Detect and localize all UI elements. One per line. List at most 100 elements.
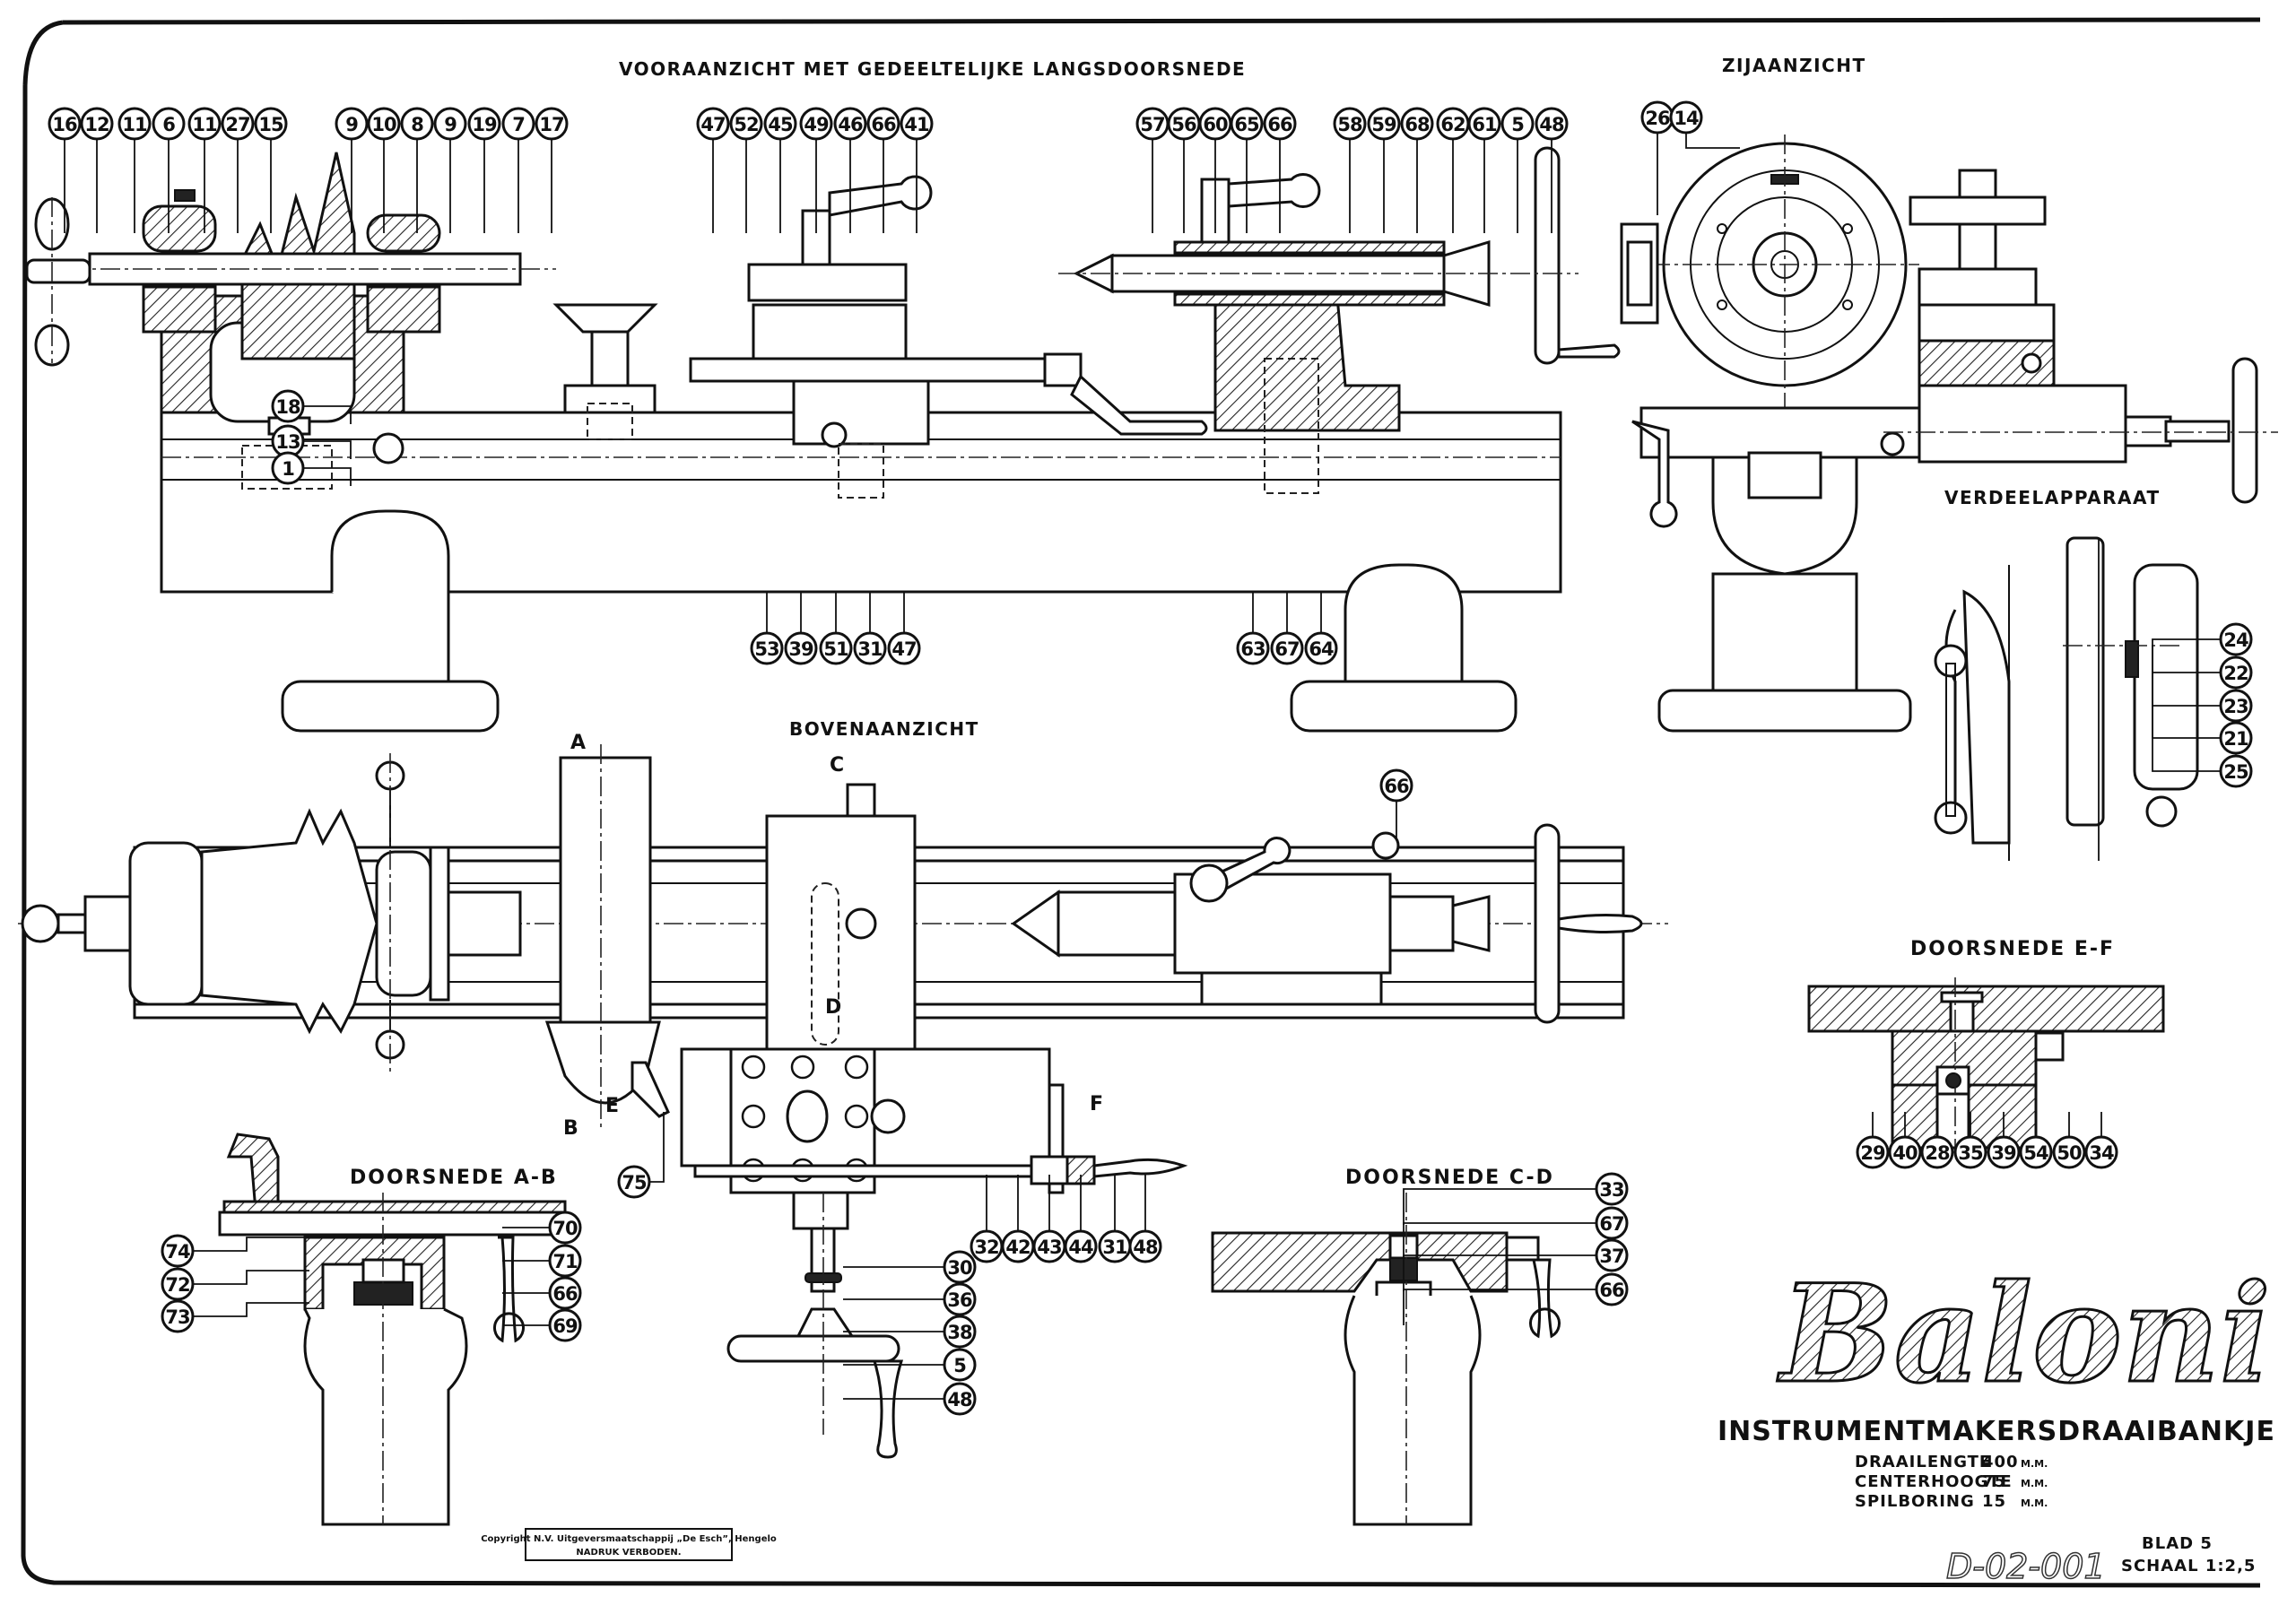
part-number: 52 bbox=[734, 114, 758, 135]
part-callout: 6 bbox=[152, 107, 186, 141]
part-callout: 48 bbox=[943, 1382, 977, 1416]
index-arm bbox=[1944, 609, 1957, 807]
part-number: 35 bbox=[1958, 1142, 1983, 1164]
spec-label: CENTERHOOGTE bbox=[1855, 1472, 2013, 1491]
part-callout: 31 bbox=[853, 631, 887, 665]
part-callout: 24 bbox=[2219, 622, 2253, 656]
copyright-line2: NADRUK VERBODEN. bbox=[576, 1548, 681, 1558]
tool-rest bbox=[559, 756, 652, 1024]
part-callout: 27 bbox=[221, 107, 255, 141]
part-number: 63 bbox=[1240, 638, 1265, 660]
leader-line bbox=[1403, 1222, 1596, 1259]
part-number: 54 bbox=[2023, 1142, 2048, 1164]
spec-unit: M.M. bbox=[2021, 1478, 2048, 1489]
part-number: 73 bbox=[165, 1306, 189, 1328]
part-callout: 46 bbox=[833, 107, 867, 141]
top-carriage bbox=[765, 814, 917, 1069]
part-number: 18 bbox=[275, 396, 300, 418]
part-number: 12 bbox=[84, 114, 109, 135]
leader-line bbox=[303, 440, 352, 459]
part-number: 31 bbox=[1102, 1237, 1127, 1258]
part-callout: 48 bbox=[1128, 1229, 1162, 1263]
part-number: 46 bbox=[838, 114, 863, 135]
part-callout: 34 bbox=[2084, 1135, 2118, 1169]
part-number: 47 bbox=[891, 638, 916, 660]
title-block: Baloni INSTRUMENTMAKERSDRAAIBANKJE DRAAI… bbox=[1718, 1254, 2274, 1587]
section-mark-F: F bbox=[1090, 1093, 1103, 1115]
part-callout: 68 bbox=[1400, 107, 1434, 141]
copyright-box: Copyright N.V. Uitgeversmaatschappij „De… bbox=[481, 1528, 777, 1561]
part-number: 48 bbox=[947, 1389, 972, 1410]
part-callout: 9 bbox=[433, 107, 467, 141]
part-number: 64 bbox=[1309, 638, 1334, 660]
part-callout: 23 bbox=[2219, 689, 2253, 723]
leader-line bbox=[303, 467, 352, 486]
tailstock-handwheel bbox=[1534, 146, 1561, 365]
indexing-title: VERDEELAPPARAAT bbox=[1944, 487, 2161, 508]
section-cd-title: DOORSNEDE C-D bbox=[1345, 1167, 1554, 1189]
part-number: 57 bbox=[1140, 114, 1164, 135]
part-number: 39 bbox=[788, 638, 813, 660]
spindle-end bbox=[21, 904, 60, 943]
part-number: 37 bbox=[1599, 1245, 1623, 1267]
part-callout: 47 bbox=[696, 107, 730, 141]
part-callout: 39 bbox=[1987, 1135, 2021, 1169]
part-callout: 73 bbox=[161, 1299, 195, 1333]
spec-unit: M.M. bbox=[2021, 1497, 2048, 1509]
tool-rest-cup bbox=[552, 303, 658, 334]
part-callout: 47 bbox=[887, 631, 921, 665]
sheet-border bbox=[21, 17, 2261, 1588]
part-callout: 10 bbox=[367, 107, 401, 141]
part-callout: 65 bbox=[1230, 107, 1264, 141]
part-number: 7 bbox=[512, 114, 525, 135]
part-callout: 50 bbox=[2052, 1135, 2086, 1169]
side-toolpost bbox=[1918, 267, 2038, 307]
part-callout: 8 bbox=[400, 107, 434, 141]
part-callout: 19 bbox=[467, 107, 501, 141]
section-mark-A: A bbox=[570, 732, 586, 754]
part-callout: 64 bbox=[1304, 631, 1338, 665]
part-callout: 17 bbox=[535, 107, 569, 141]
leader-line bbox=[193, 1237, 309, 1252]
part-number: 14 bbox=[1674, 108, 1699, 129]
section-mark-E: E bbox=[605, 1095, 619, 1117]
part-callout: 42 bbox=[1001, 1229, 1035, 1263]
cd-pedestal bbox=[1344, 1295, 1482, 1526]
part-callout: 39 bbox=[784, 631, 818, 665]
part-number: 31 bbox=[857, 638, 883, 660]
part-callout: 69 bbox=[548, 1308, 582, 1342]
part-callout: 29 bbox=[1856, 1135, 1890, 1169]
part-callout: 37 bbox=[1595, 1238, 1629, 1272]
part-callout: 67 bbox=[1270, 631, 1304, 665]
part-number: 9 bbox=[345, 114, 358, 135]
part-number: 40 bbox=[1892, 1142, 1918, 1164]
part-number: 65 bbox=[1234, 114, 1259, 135]
part-callout: 5 bbox=[1500, 107, 1535, 141]
side-view-title: ZIJAANZICHT bbox=[1722, 55, 1866, 76]
part-callout: 18 bbox=[271, 389, 305, 423]
leader-line bbox=[1403, 1289, 1596, 1325]
scale: SCHAAL 1:2,5 bbox=[2121, 1557, 2256, 1575]
part-number: 32 bbox=[974, 1237, 998, 1258]
part-callout: 63 bbox=[1236, 631, 1270, 665]
part-callout: 62 bbox=[1436, 107, 1470, 141]
part-number: 66 bbox=[1267, 114, 1292, 135]
part-number: 27 bbox=[225, 114, 249, 135]
section-ef-title: DOORSNEDE E-F bbox=[1910, 938, 2115, 960]
top-cone-pulley bbox=[200, 808, 378, 1035]
front-view-title: VOORAANZICHT MET GEDEELTELIJKE LANGSDOOR… bbox=[619, 58, 1246, 80]
part-number: 49 bbox=[804, 114, 829, 135]
part-callout: 30 bbox=[943, 1250, 977, 1284]
cross-slide bbox=[689, 357, 1047, 383]
part-number: 25 bbox=[2223, 761, 2248, 783]
part-callout: 61 bbox=[1467, 107, 1501, 141]
top-view-title: BOVENAANZICHT bbox=[789, 718, 979, 740]
part-callout: 26 bbox=[1640, 100, 1674, 135]
part-callout: 54 bbox=[2019, 1135, 2053, 1169]
part-number: 45 bbox=[768, 114, 793, 135]
part-number: 59 bbox=[1371, 114, 1396, 135]
